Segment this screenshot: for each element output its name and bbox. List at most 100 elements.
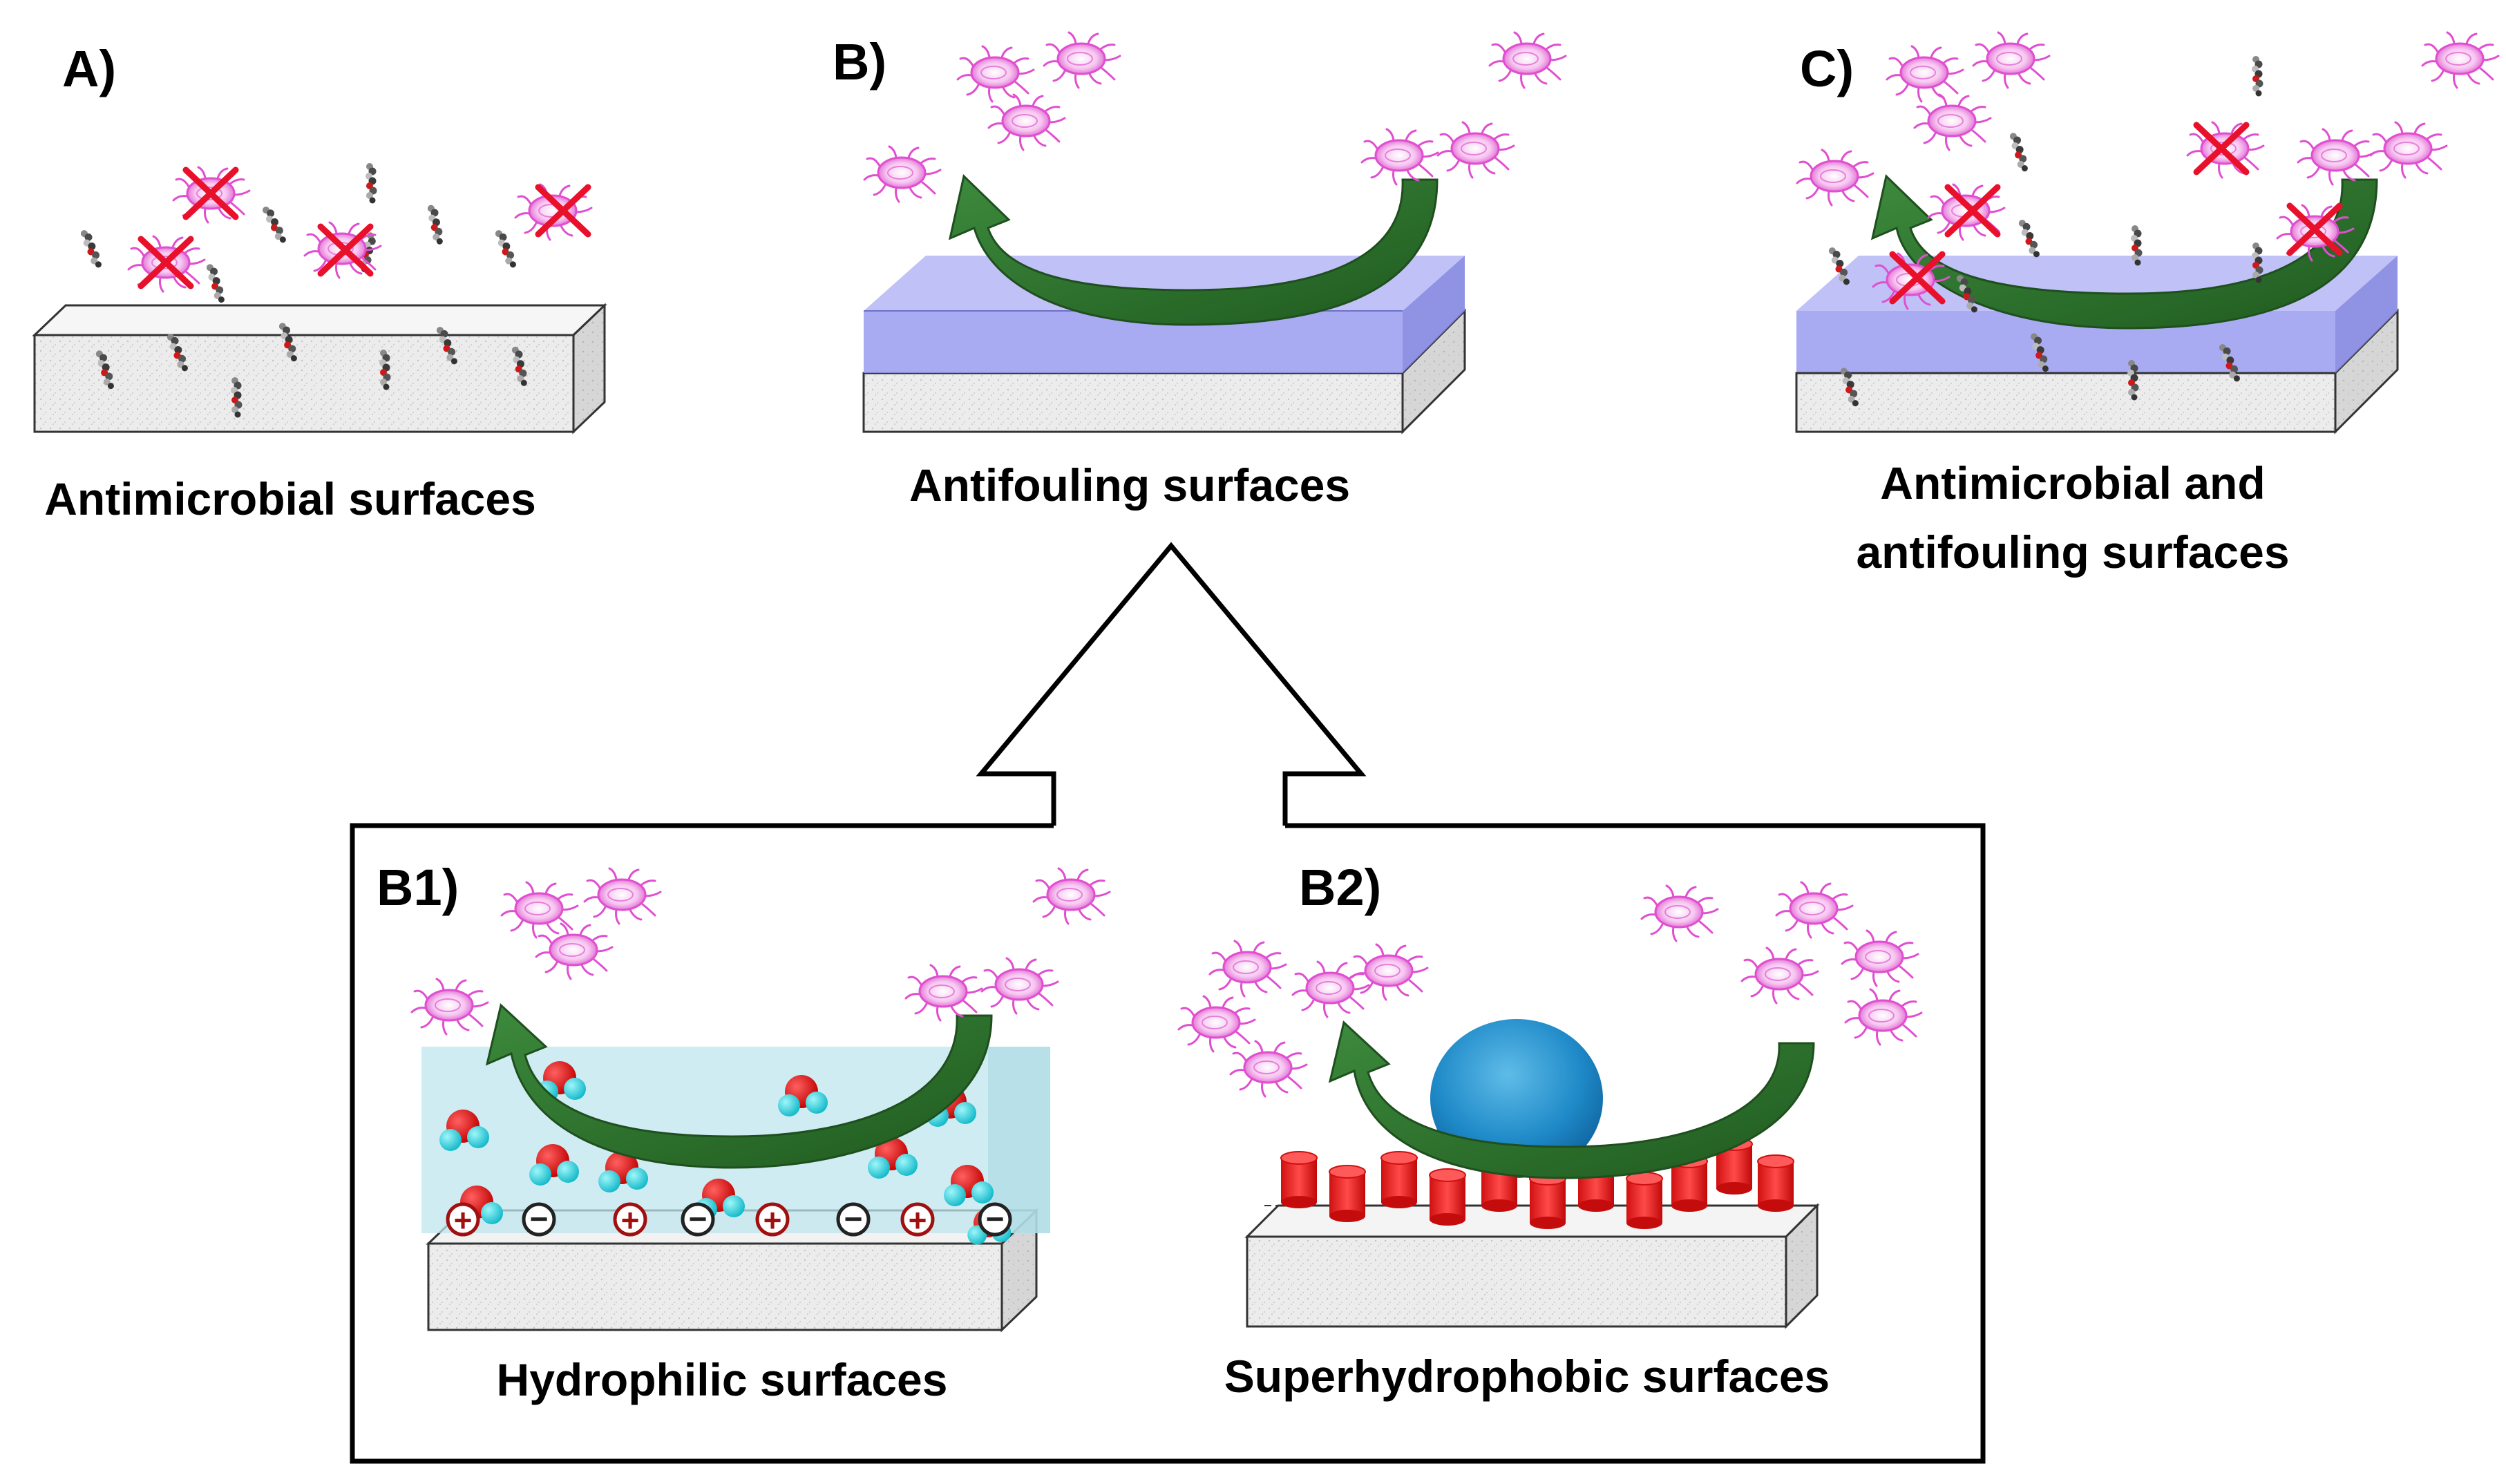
bacterium-icon: [2421, 31, 2500, 89]
bacterium-icon: [1436, 121, 1515, 179]
bacterium-icon: [535, 922, 614, 980]
bacterium-icon: [1177, 995, 1256, 1053]
substrate-slab-c: [1795, 308, 2399, 435]
surface-charges-b1: + − + − + − +: [446, 1201, 1012, 1238]
bacterium-icon: [1350, 943, 1429, 1001]
positive-charge-icon: +: [755, 1202, 790, 1238]
pillar-icon: [1380, 1151, 1418, 1209]
positive-charge-icon: +: [446, 1202, 480, 1238]
bacterium-icon: [1740, 946, 1819, 1005]
antimicrobial-molecule-icon: [493, 227, 519, 270]
bacterium-icon: [1796, 149, 1874, 207]
pillar-icon: [1757, 1154, 1794, 1212]
curved-arrow-icon: [485, 1003, 993, 1169]
panel-a: A): [32, 40, 607, 524]
negative-charge-icon: −: [522, 1201, 556, 1237]
killed-bacteria-a: [127, 166, 593, 293]
bacterium-icon: [980, 957, 1059, 1015]
svg-text:−: −: [844, 1201, 863, 1237]
caption-antifouling-surfaces: Antifouling surfaces: [909, 459, 1350, 511]
bacterium-icon: [2297, 128, 2375, 186]
pillar-icon: [1626, 1172, 1663, 1230]
bacterium-icon: [1972, 31, 2051, 89]
antimicrobial-molecule-icon: [2008, 131, 2030, 173]
pillar-icon: [1529, 1172, 1566, 1230]
bacterium-icon: [1844, 988, 1923, 1046]
antimicrobial-molecule-icon: [2252, 56, 2263, 97]
bacterium-icon: [2369, 121, 2448, 179]
subtype-box: [350, 823, 1986, 1464]
panel-label-c: C): [1800, 40, 1854, 97]
bacterium-icon: [583, 867, 662, 925]
curved-arrow-icon: [1328, 1020, 1815, 1179]
outline-arrow-icon: [976, 542, 1367, 826]
panel-b: B) Antifouling surfaces: [833, 31, 1567, 511]
bacteria-c: [1796, 31, 2500, 207]
bacterium-icon: [987, 93, 1066, 151]
panel-b1: B1) +: [377, 859, 1111, 1405]
bacterium-icon: [1032, 867, 1111, 925]
water-droplet-b2: [1430, 1019, 1603, 1178]
svg-text:+: +: [454, 1202, 473, 1238]
caption-antifouling-surfaces-c: antifouling surfaces: [1856, 526, 2289, 578]
panel-label-b: B): [833, 33, 886, 91]
repel-arrow-b1: [485, 1003, 993, 1169]
svg-text:+: +: [621, 1202, 640, 1238]
curved-arrow-icon: [1870, 174, 2378, 330]
micro-pillars-b2: [1264, 1137, 1796, 1230]
subtype-frame: [350, 542, 1986, 1464]
antimicrobial-molecule-icon: [2017, 217, 2042, 260]
svg-text:+: +: [763, 1202, 782, 1238]
bacterium-icon: [1360, 128, 1439, 186]
bacterium-icon: [1043, 31, 1121, 89]
negative-charge-icon: −: [978, 1201, 1012, 1237]
panel-label-a: A): [62, 40, 116, 97]
panel-b2: B2): [1177, 859, 1923, 1402]
bacteria-b: [863, 31, 1567, 203]
repel-arrow-c: [1870, 174, 2378, 330]
svg-text:−: −: [986, 1201, 1005, 1237]
bacterium-icon: [1640, 884, 1719, 942]
antimicrobial-molecule-icon: [79, 227, 104, 270]
antimicrobial-molecule-icon: [366, 163, 377, 204]
bacterium-icon: [904, 964, 983, 1022]
bacterium-icon: [863, 145, 942, 203]
bacterium-icon: [956, 45, 1035, 103]
bacterium-icon: [1291, 960, 1370, 1018]
curved-arrow-icon: [948, 174, 1439, 326]
negative-charge-icon: −: [836, 1201, 871, 1237]
svg-text:−: −: [689, 1201, 708, 1237]
bacterium-icon: [410, 978, 489, 1036]
positive-charge-icon: +: [900, 1202, 935, 1238]
panel-label-b2: B2): [1299, 859, 1381, 916]
bacterium-icon: [1775, 881, 1854, 939]
panel-label-b1: B1): [377, 859, 459, 916]
pillar-icon: [1329, 1165, 1366, 1223]
pillar-icon: [1280, 1151, 1318, 1209]
svg-text:+: +: [909, 1202, 927, 1238]
repel-arrow-b2: [1328, 1020, 1815, 1179]
panel-c: C): [1795, 31, 2500, 578]
caption-antimicrobial-surfaces: Antimicrobial surfaces: [44, 473, 536, 524]
repel-arrow-b: [948, 174, 1439, 326]
bacterium-icon: [1229, 1040, 1308, 1098]
bacterium-icon: [1886, 45, 1964, 103]
bacterium-icon: [1841, 929, 1919, 987]
bacterium-icon: [1488, 31, 1567, 89]
positive-charge-icon: +: [613, 1202, 647, 1238]
water-droplet-icon: [1430, 1019, 1603, 1178]
antimicrobial-molecule-icon: [426, 203, 445, 246]
pillar-icon: [1429, 1168, 1466, 1226]
svg-text:−: −: [530, 1201, 549, 1237]
antimicrobial-molecule-icon: [205, 262, 227, 305]
antimicrobial-molecule-icon: [260, 204, 289, 246]
negative-charge-icon: −: [681, 1201, 715, 1237]
caption-hydrophilic-surfaces: Hydrophilic surfaces: [497, 1354, 948, 1405]
caption-superhydrophobic-surfaces: Superhydrophobic surfaces: [1224, 1351, 1830, 1402]
substrate-slab-a: [32, 303, 607, 435]
caption-antimicrobial-and: Antimicrobial and: [1880, 457, 2265, 508]
bacterium-icon: [1208, 940, 1287, 998]
bacterium-icon: [1913, 93, 1992, 151]
bacteria-b1: [410, 867, 1111, 1036]
